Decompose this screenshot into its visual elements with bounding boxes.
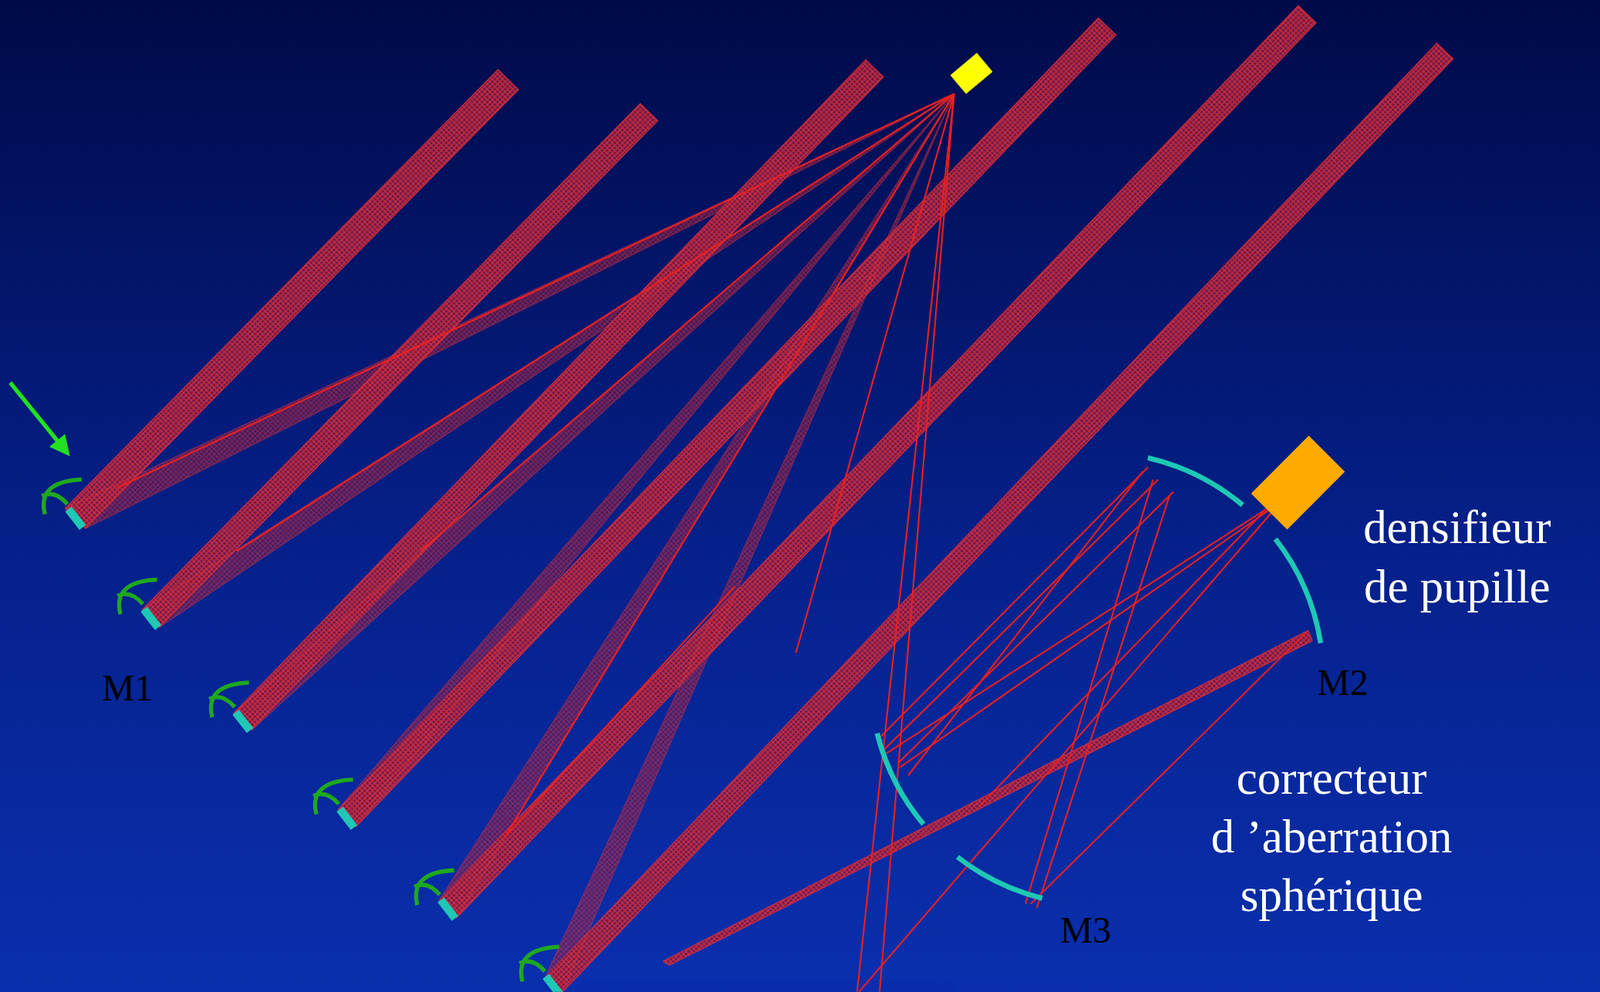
mirror-label: M1 bbox=[81, 665, 174, 713]
spherical-mirror bbox=[957, 857, 1043, 899]
converging-beam bbox=[544, 94, 954, 992]
ray bbox=[1036, 496, 1170, 909]
actuator-symbol bbox=[41, 479, 82, 515]
ray bbox=[979, 509, 1266, 807]
actuator-symbol bbox=[313, 779, 354, 815]
deformable-mirror bbox=[236, 712, 251, 731]
mirror-label: M2 bbox=[1296, 660, 1389, 707]
actuator-symbol bbox=[414, 870, 455, 905]
input-beam bbox=[544, 43, 1453, 992]
ray bbox=[859, 502, 1281, 992]
actuator-symbol bbox=[117, 579, 158, 615]
ray bbox=[117, 94, 955, 489]
ray bbox=[236, 94, 955, 552]
spherical-mirror bbox=[1147, 457, 1243, 505]
actuator-symbol bbox=[519, 946, 560, 982]
deformable-mirror bbox=[440, 900, 456, 919]
ray bbox=[883, 479, 1158, 751]
orange-element bbox=[1251, 435, 1346, 530]
converging-beam bbox=[233, 94, 954, 730]
deformable-mirror bbox=[339, 809, 355, 828]
input-arrow bbox=[10, 382, 68, 453]
ray bbox=[877, 467, 1149, 740]
ray bbox=[420, 94, 955, 552]
converging-beam bbox=[438, 94, 955, 919]
ray bbox=[857, 94, 955, 992]
mirrors bbox=[41, 479, 561, 992]
actuator-symbol bbox=[209, 682, 250, 718]
spherical-mirror bbox=[877, 733, 924, 825]
ray bbox=[796, 94, 955, 654]
yellow-element bbox=[950, 53, 993, 95]
ray bbox=[900, 502, 1281, 768]
deformable-mirror bbox=[144, 609, 159, 628]
deformable-mirror bbox=[546, 976, 561, 992]
ray bbox=[879, 94, 955, 992]
light-beams bbox=[65, 6, 1454, 992]
light-rays bbox=[117, 94, 1307, 992]
component-label: densifieur de pupille bbox=[1309, 498, 1600, 616]
ray bbox=[897, 492, 1174, 764]
component-label: correcteur d ’aberration sphérique bbox=[1202, 749, 1460, 925]
deformable-mirror bbox=[68, 509, 84, 528]
mirror-label: M3 bbox=[1039, 908, 1132, 955]
ray bbox=[505, 587, 736, 838]
spherical-mirror bbox=[1275, 539, 1321, 644]
input-beam bbox=[337, 17, 1116, 827]
